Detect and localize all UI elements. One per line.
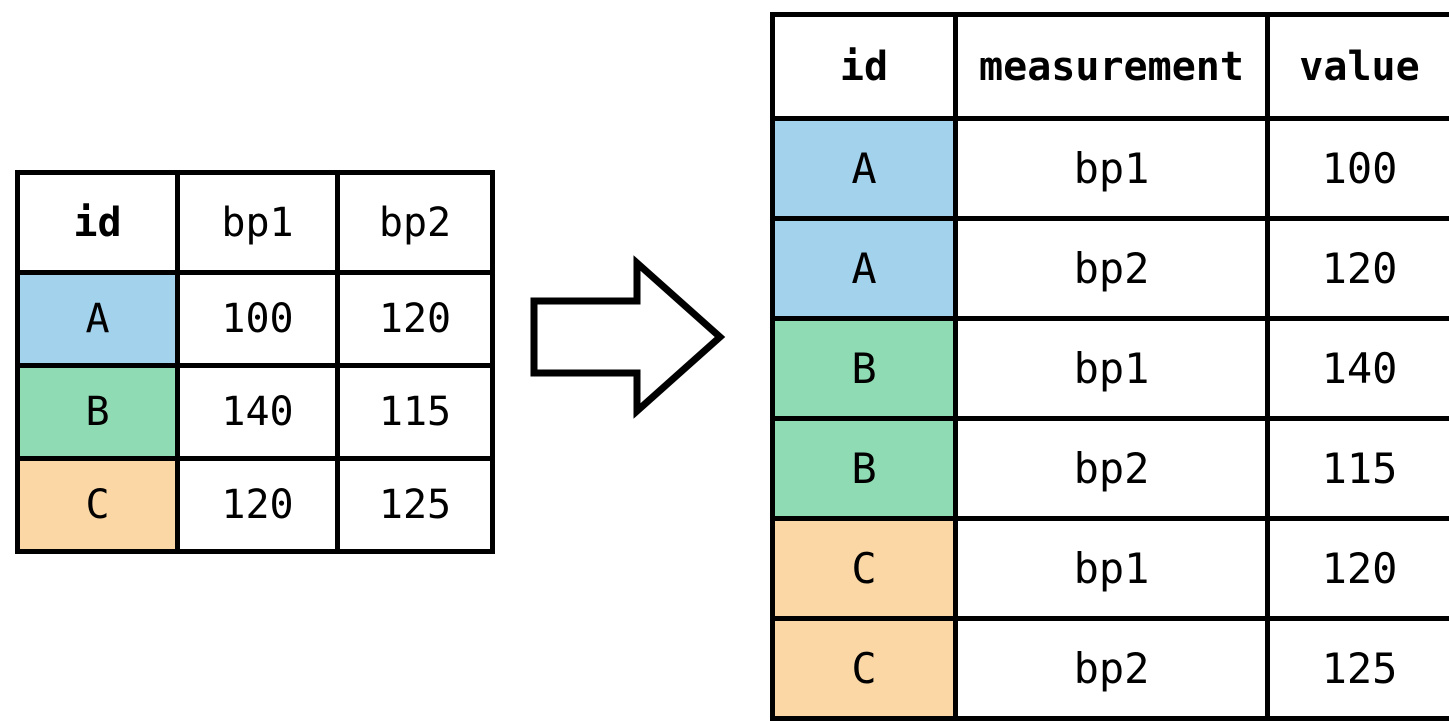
right-block-arrow-icon (528, 255, 728, 420)
long-cell-value: 120 (1268, 219, 1449, 319)
wide-cell-bp1: 140 (178, 366, 338, 459)
table-row: B 140 115 (18, 366, 493, 459)
table-header-row: id measurement value (773, 15, 1449, 119)
wide-header-bp2: bp2 (338, 173, 493, 273)
long-cell-measurement: bp2 (956, 419, 1268, 519)
long-cell-value: 120 (1268, 519, 1449, 619)
wide-cell-id: B (18, 366, 178, 459)
long-cell-id: A (773, 219, 956, 319)
table-row: A bp1 100 (773, 119, 1449, 219)
long-header-id: id (773, 15, 956, 119)
long-cell-id: B (773, 319, 956, 419)
long-table: id measurement value A bp1 100 A bp2 120… (770, 12, 1449, 721)
table-header-row: id bp1 bp2 (18, 173, 493, 273)
wide-cell-id: C (18, 459, 178, 552)
wide-header-id: id (18, 173, 178, 273)
table-row: C bp2 125 (773, 619, 1449, 719)
long-cell-value: 100 (1268, 119, 1449, 219)
wide-cell-bp2: 125 (338, 459, 493, 552)
long-cell-measurement: bp2 (956, 619, 1268, 719)
long-header-value: value (1268, 15, 1449, 119)
long-header-measurement: measurement (956, 15, 1268, 119)
long-cell-measurement: bp1 (956, 319, 1268, 419)
long-cell-measurement: bp1 (956, 519, 1268, 619)
long-cell-measurement: bp1 (956, 119, 1268, 219)
wide-cell-bp1: 100 (178, 273, 338, 366)
long-cell-value: 115 (1268, 419, 1449, 519)
wide-cell-bp2: 120 (338, 273, 493, 366)
table-row: B bp2 115 (773, 419, 1449, 519)
long-cell-value: 140 (1268, 319, 1449, 419)
wide-table: id bp1 bp2 A 100 120 B 140 115 C 120 125 (15, 170, 495, 554)
wide-header-bp1: bp1 (178, 173, 338, 273)
wide-cell-bp1: 120 (178, 459, 338, 552)
long-cell-id: C (773, 619, 956, 719)
wide-cell-bp2: 115 (338, 366, 493, 459)
table-row: B bp1 140 (773, 319, 1449, 419)
table-row: C bp1 120 (773, 519, 1449, 619)
long-cell-measurement: bp2 (956, 219, 1268, 319)
table-row: A 100 120 (18, 273, 493, 366)
long-cell-id: A (773, 119, 956, 219)
wide-cell-id: A (18, 273, 178, 366)
table-row: C 120 125 (18, 459, 493, 552)
long-cell-value: 125 (1268, 619, 1449, 719)
long-cell-id: B (773, 419, 956, 519)
long-cell-id: C (773, 519, 956, 619)
table-row: A bp2 120 (773, 219, 1449, 319)
